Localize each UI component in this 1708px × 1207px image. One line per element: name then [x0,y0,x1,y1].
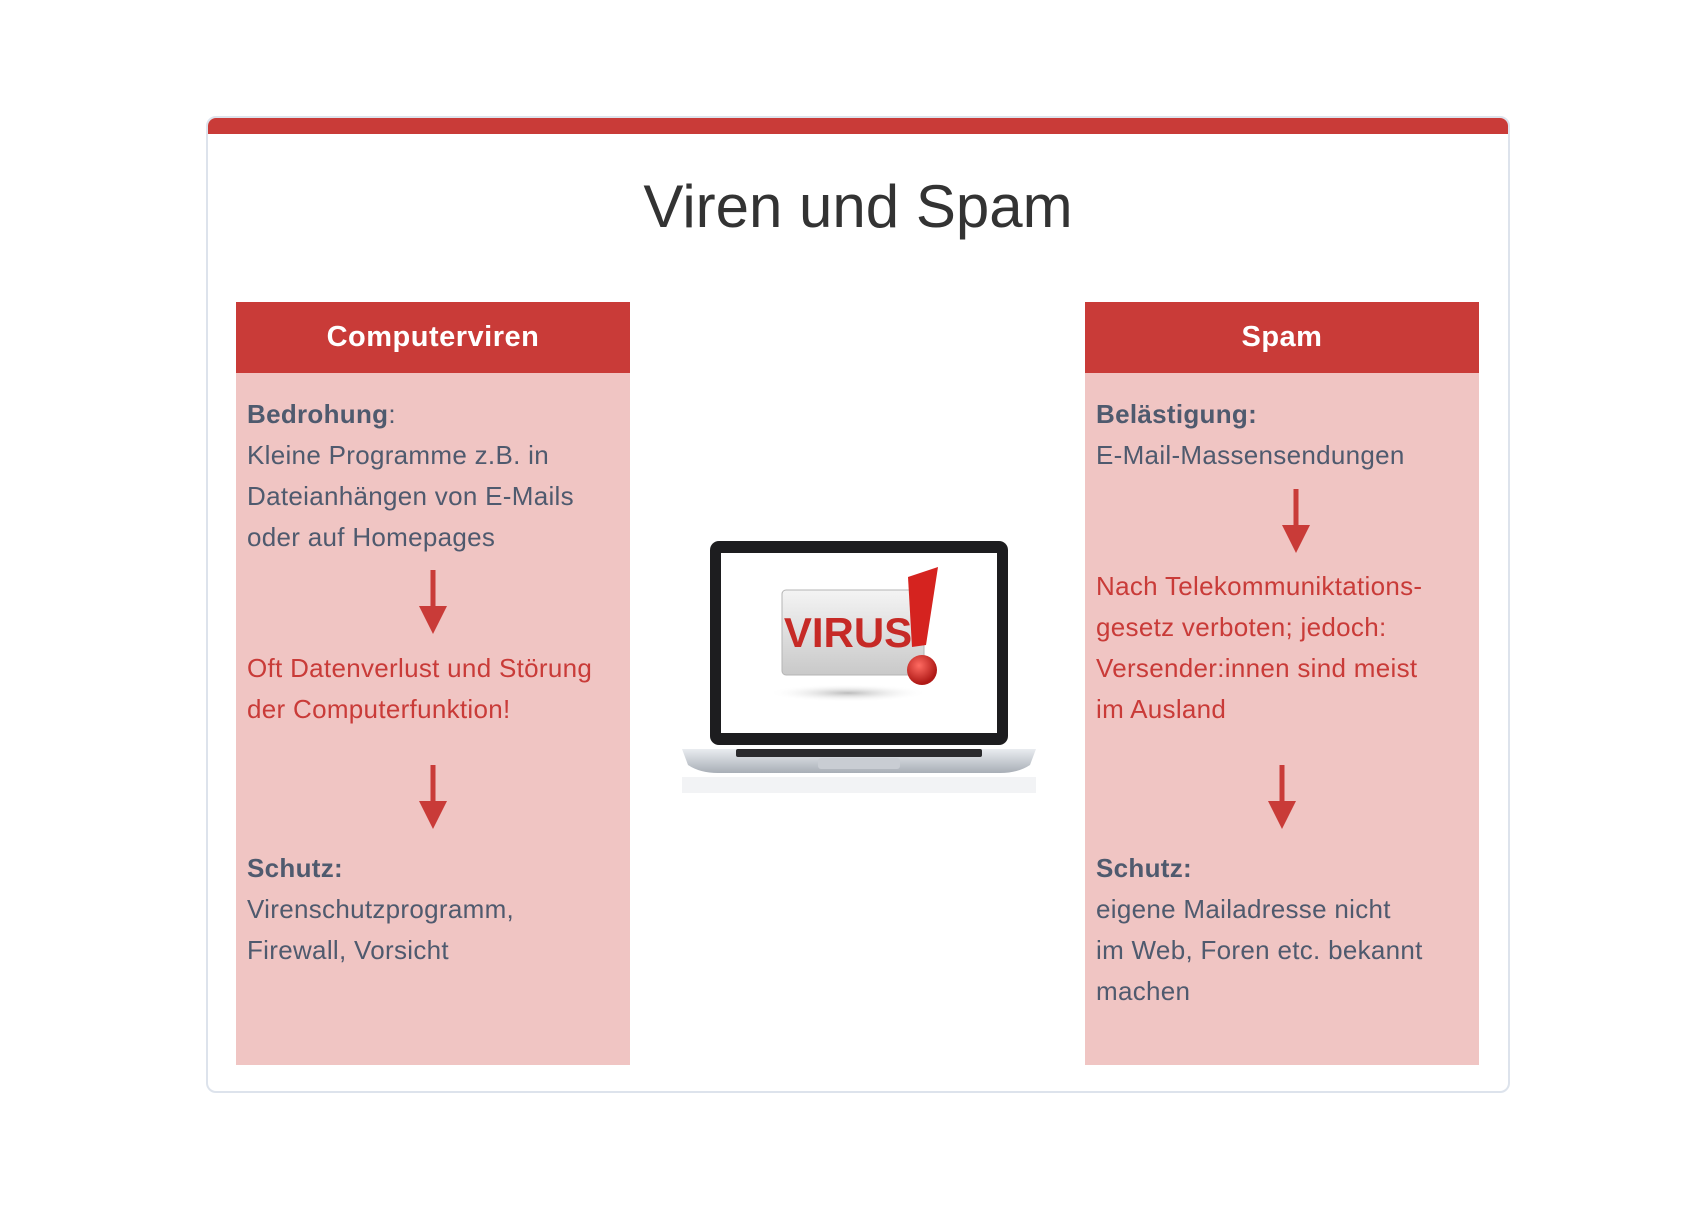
threat-label: Bedrohung: [247,399,396,429]
protection-block: Schutz: eigene Mailadresse nicht im Web,… [1096,848,1471,1012]
law-line: im Ausland [1096,694,1227,724]
law-block: Nach Telekommuniktations- gesetz verbote… [1096,566,1471,730]
column-body-spam: Belästigung: E-Mail-Massensendungen Nach… [1096,373,1471,1065]
threat-line: Dateianhängen von E-Mails [247,481,574,511]
law-line: gesetz verboten; jedoch: [1096,612,1387,642]
arrow-down-icon [1282,489,1310,553]
threat-line: oder auf Homepages [247,522,496,552]
column-header-spam: Spam [1085,302,1479,373]
protection-label: Schutz: [247,853,343,883]
protection-line: Virenschutzprogramm, [247,894,515,924]
screen-virus-text: VIRUS [784,609,912,656]
arrow-down-icon [419,570,447,634]
threat-block: Bedrohung: Kleine Programme z.B. in Date… [247,394,622,558]
card-top-accent-bar [208,118,1508,134]
column-header-computerviren: Computerviren [236,302,630,373]
arrow-down-icon [1268,765,1296,829]
nuisance-block: Belästigung: E-Mail-Massensendungen [1096,394,1471,476]
law-line: Nach Telekommuniktations- [1096,571,1423,601]
nuisance-label: Belästigung: [1096,399,1258,429]
protection-block: Schutz: Virenschutzprogramm, Firewall, V… [247,848,622,971]
column-spam: Spam Belästigung: E-Mail-Massensendungen… [1085,302,1479,1065]
consequence-line: der Computerfunktion! [247,694,511,724]
column-body-computerviren: Bedrohung: Kleine Programme z.B. in Date… [247,373,622,1065]
consequence-block: Oft Datenverlust und Störung der Compute… [247,648,622,730]
threat-line: Kleine Programme z.B. in [247,440,549,470]
info-card: Viren und Spam Computerviren Bedrohung: … [206,116,1510,1093]
law-line: Versender:innen sind meist [1096,653,1418,683]
column-computerviren: Computerviren Bedrohung: Kleine Programm… [236,302,630,1065]
protection-line: im Web, Foren etc. bekannt [1096,935,1423,965]
protection-line: eigene Mailadresse nicht [1096,894,1391,924]
page-title: Viren und Spam [643,173,1073,240]
nuisance-line: E-Mail-Massensendungen [1096,440,1405,470]
laptop-icon: VIRUS [682,541,1036,793]
arrow-down-icon [419,765,447,829]
protection-line: machen [1096,976,1191,1006]
warning-exclamation-icon [908,567,938,647]
protection-line: Firewall, Vorsicht [247,935,449,965]
consequence-line: Oft Datenverlust und Störung [247,653,593,683]
protection-label: Schutz: [1096,853,1192,883]
